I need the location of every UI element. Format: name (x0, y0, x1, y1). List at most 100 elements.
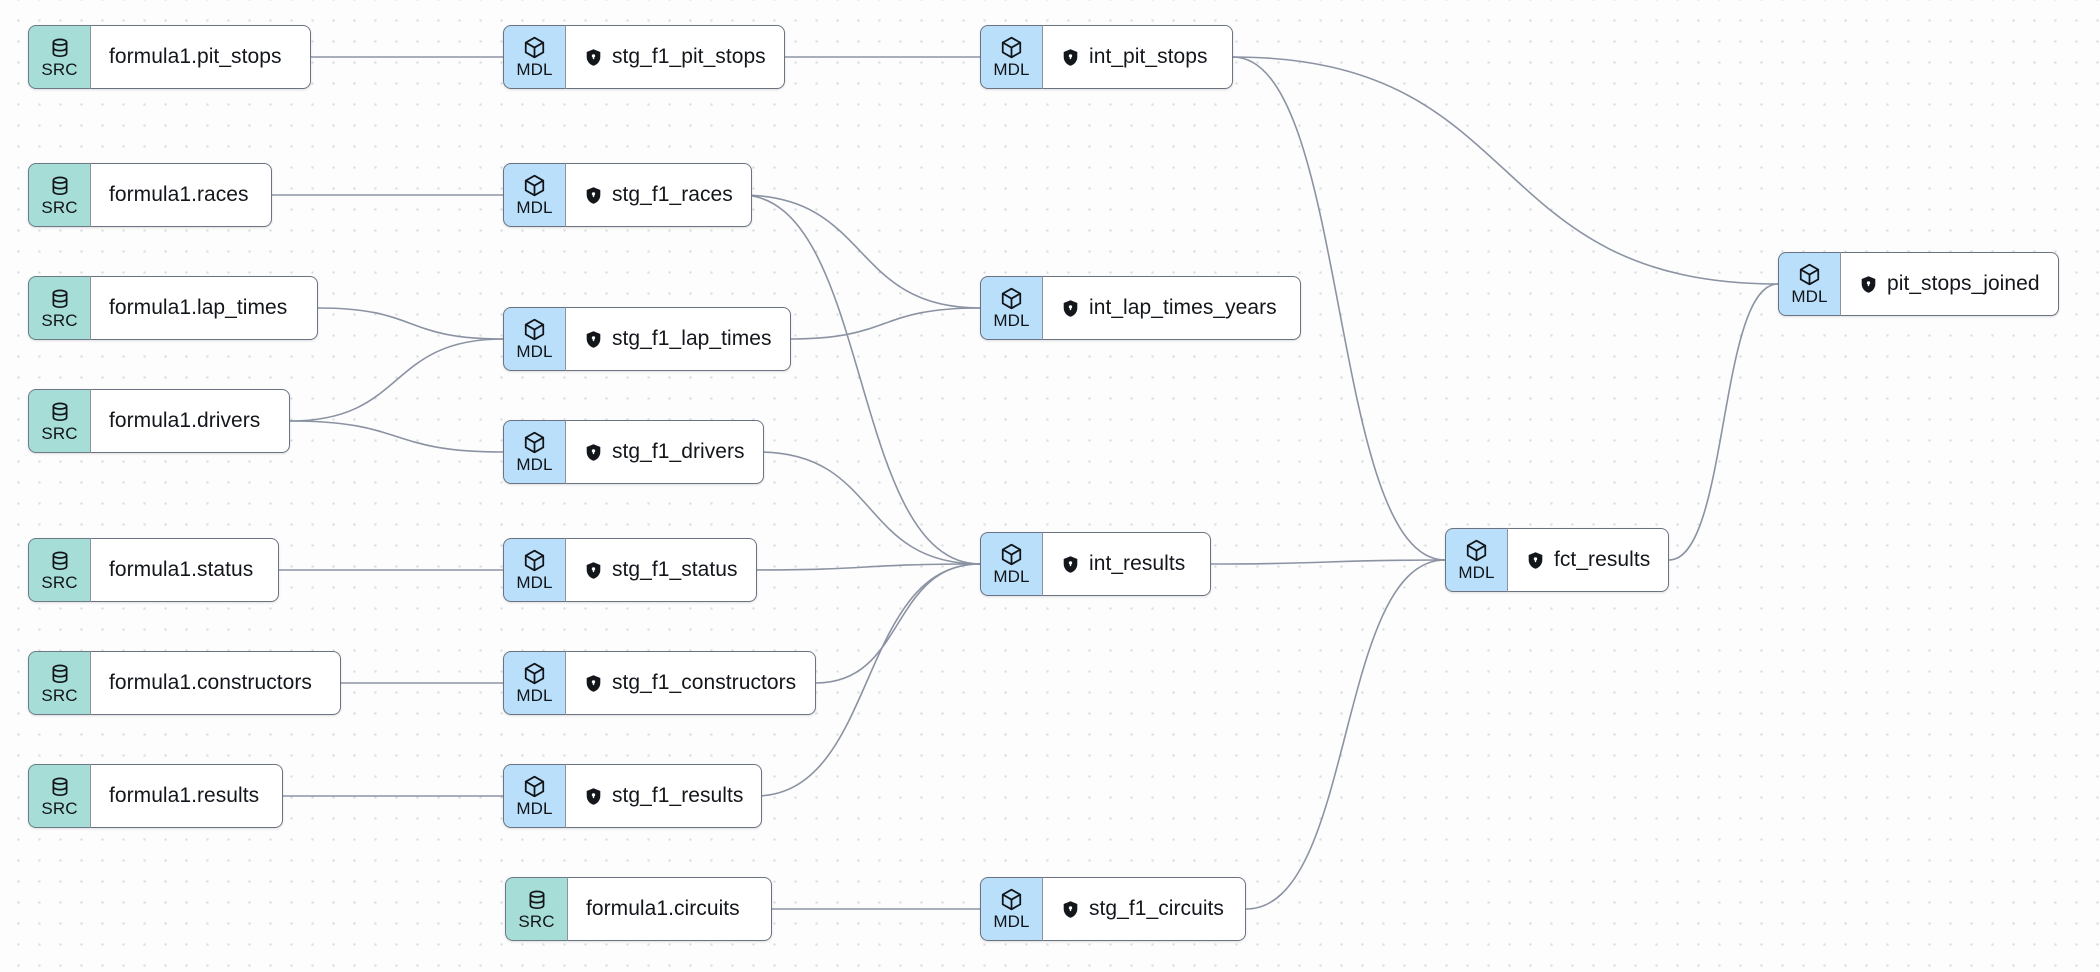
cube-icon (522, 548, 547, 573)
source-badge: SRC (505, 877, 567, 941)
node-label: int_lap_times_years (1089, 296, 1277, 319)
node-label: pit_stops_joined (1887, 272, 2040, 295)
shield-icon (584, 443, 603, 462)
lineage-node-int_lap_times_years[interactable]: MDL int_lap_times_years (980, 276, 1301, 340)
node-body: int_results (1042, 532, 1211, 596)
lineage-node-src_constructors[interactable]: SRC formula1.constructors (28, 651, 341, 715)
node-body: pit_stops_joined (1840, 252, 2059, 316)
shield-icon (1061, 555, 1080, 574)
lineage-node-int_results[interactable]: MDL int_results (980, 532, 1211, 596)
lineage-edge-stg_circuits-to-fct_results (1245, 559, 1446, 910)
cube-icon (999, 286, 1024, 311)
source-badge: SRC (28, 276, 90, 340)
model-badge: MDL (503, 25, 565, 89)
database-icon (48, 400, 72, 424)
node-label: formula1.status (109, 558, 254, 581)
cube-icon (999, 542, 1024, 567)
badge-label: SRC (41, 197, 78, 217)
node-body: stg_f1_results (565, 764, 763, 828)
cube-icon (999, 35, 1024, 60)
lineage-node-stg_constructors[interactable]: MDL stg_f1_constructors (503, 651, 816, 715)
badge-label: SRC (41, 685, 78, 705)
badge-label: SRC (518, 911, 555, 931)
node-label: formula1.races (109, 183, 249, 206)
lineage-node-stg_results[interactable]: MDL stg_f1_results (503, 764, 763, 828)
lineage-node-stg_status[interactable]: MDL stg_f1_status (503, 538, 757, 602)
lineage-node-pit_stops_joined[interactable]: MDL pit_stops_joined (1778, 252, 2059, 316)
source-badge: SRC (28, 25, 90, 89)
model-badge: MDL (503, 651, 565, 715)
lineage-node-src_status[interactable]: SRC formula1.status (28, 538, 279, 602)
model-badge: MDL (980, 25, 1042, 89)
model-badge: MDL (980, 877, 1042, 941)
node-label: stg_f1_drivers (612, 440, 745, 463)
database-icon (48, 549, 72, 573)
node-label: stg_f1_status (612, 558, 738, 581)
lineage-node-stg_drivers[interactable]: MDL stg_f1_drivers (503, 420, 764, 484)
lineage-node-fct_results[interactable]: MDL fct_results (1445, 528, 1670, 592)
node-label: stg_f1_results (612, 784, 744, 807)
model-badge: MDL (980, 276, 1042, 340)
badge-label: SRC (41, 59, 78, 79)
node-body: stg_f1_constructors (565, 651, 816, 715)
shield-icon (1061, 48, 1080, 67)
node-label: formula1.lap_times (109, 296, 288, 319)
node-label: formula1.circuits (586, 897, 740, 920)
model-badge: MDL (503, 307, 565, 371)
node-label: formula1.results (109, 784, 260, 807)
shield-icon (584, 561, 603, 580)
node-label: stg_f1_pit_stops (612, 45, 766, 68)
lineage-node-stg_circuits[interactable]: MDL stg_f1_circuits (980, 877, 1246, 941)
node-label: formula1.constructors (109, 671, 312, 694)
cube-icon (522, 774, 547, 799)
source-badge: SRC (28, 538, 90, 602)
shield-icon (1061, 299, 1080, 318)
lineage-node-stg_races[interactable]: MDL stg_f1_races (503, 163, 752, 227)
lineage-node-stg_pit_stops[interactable]: MDL stg_f1_pit_stops (503, 25, 785, 89)
cube-icon (522, 173, 547, 198)
lineage-edge-src_lap_times-to-stg_lap_times (317, 307, 504, 340)
node-body: stg_f1_status (565, 538, 757, 602)
lineage-edge-stg_races-to-int_results (740, 194, 981, 565)
model-badge: MDL (503, 538, 565, 602)
lineage-edge-int_pit_stops-to-pit_stops_joined (1232, 56, 1779, 285)
lineage-edge-stg_drivers-to-int_results (758, 451, 981, 565)
badge-label: MDL (1458, 563, 1495, 582)
lineage-edge-int_results-to-fct_results (1210, 559, 1446, 565)
cube-icon (522, 430, 547, 455)
lineage-node-src_circuits[interactable]: SRC formula1.circuits (505, 877, 772, 941)
source-badge: SRC (28, 651, 90, 715)
database-icon (48, 662, 72, 686)
node-label: int_results (1089, 552, 1186, 575)
badge-label: MDL (993, 912, 1030, 931)
node-body: formula1.races (90, 163, 272, 227)
badge-label: SRC (41, 572, 78, 592)
node-label: stg_f1_constructors (612, 671, 797, 694)
lineage-node-stg_lap_times[interactable]: MDL stg_f1_lap_times (503, 307, 791, 371)
lineage-node-src_races[interactable]: SRC formula1.races (28, 163, 272, 227)
lineage-node-src_lap_times[interactable]: SRC formula1.lap_times (28, 276, 318, 340)
badge-label: MDL (516, 60, 553, 79)
cube-icon (522, 35, 547, 60)
database-icon (48, 287, 72, 311)
model-badge: MDL (503, 764, 565, 828)
lineage-node-int_pit_stops[interactable]: MDL int_pit_stops (980, 25, 1233, 89)
shield-icon (584, 186, 603, 205)
cube-icon (1464, 538, 1489, 563)
model-badge: MDL (503, 420, 565, 484)
lineage-edge-stg_status-to-int_results (751, 563, 981, 571)
lineage-edge-src_drivers-to-stg_drivers (289, 420, 504, 453)
badge-label: SRC (41, 310, 78, 330)
node-label: stg_f1_lap_times (612, 327, 772, 350)
node-label: stg_f1_races (612, 183, 733, 206)
node-body: formula1.drivers (90, 389, 290, 453)
node-body: fct_results (1507, 528, 1670, 592)
badge-label: MDL (516, 198, 553, 217)
shield-icon (584, 787, 603, 806)
badge-label: MDL (993, 311, 1030, 330)
shield-icon (584, 48, 603, 67)
